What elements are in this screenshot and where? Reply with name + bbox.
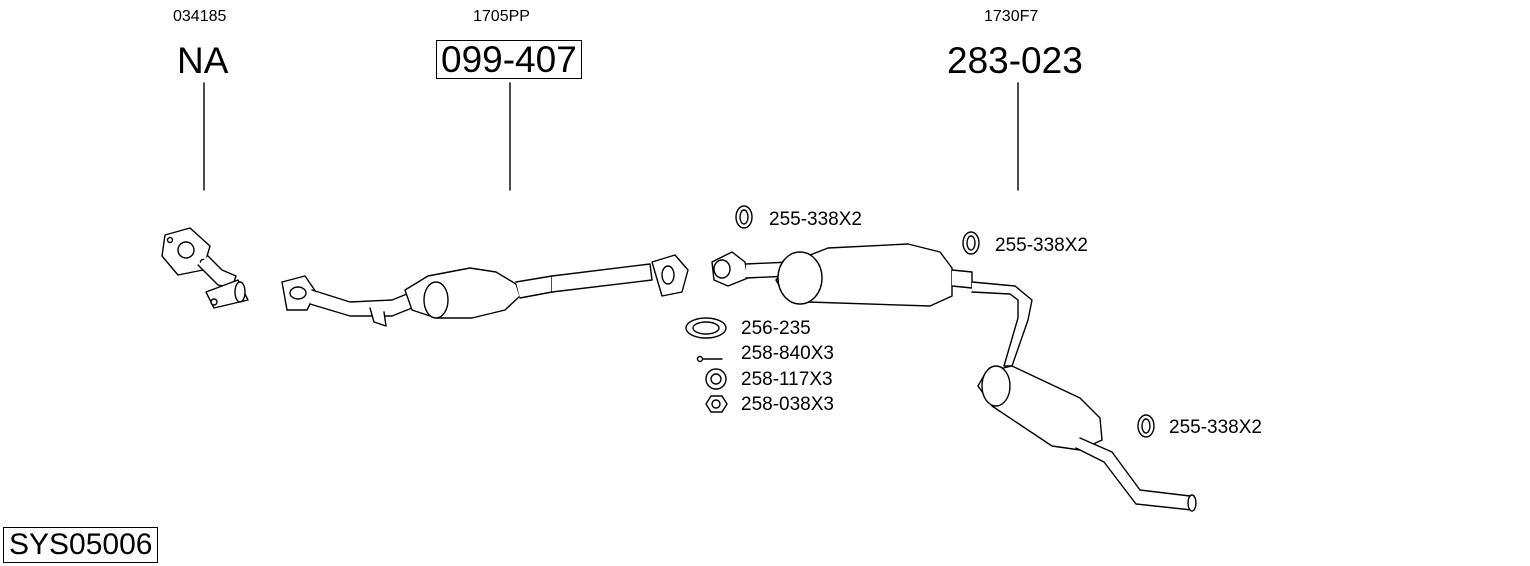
catalytic-converter[interactable] (281, 254, 689, 327)
rear-silencer[interactable] (977, 365, 1197, 512)
washer-icon (705, 368, 727, 390)
part-number-3[interactable]: 283-023 (947, 40, 1083, 81)
ref-code-1: 034185 (173, 8, 227, 25)
part-number-1[interactable]: NA (177, 40, 229, 81)
part-number-2[interactable]: 099-407 (436, 40, 582, 79)
clamp-icon (735, 205, 753, 229)
bolt-label[interactable]: 258-840X3 (741, 343, 834, 364)
clamp-icon (962, 231, 980, 255)
ref-code-3: 1730F7 (984, 8, 1039, 25)
washer-label[interactable]: 258-117X3 (741, 369, 833, 390)
front-pipe[interactable] (161, 227, 249, 309)
nut-label[interactable]: 258-038X3 (741, 394, 834, 415)
clamp-label[interactable]: 255-338X2 (995, 235, 1088, 256)
nut-icon (705, 395, 728, 413)
gasket-label[interactable]: 256-235 (741, 318, 811, 339)
diagram-code: SYS05006 (3, 527, 159, 563)
clamp-label[interactable]: 255-338X2 (769, 209, 862, 230)
ref-code-2: 1705PP (473, 8, 530, 25)
bolt-icon (696, 355, 723, 363)
clamp-icon (1137, 414, 1155, 438)
middle-silencer[interactable] (711, 243, 1033, 367)
clamp-label[interactable]: 255-338X2 (1169, 417, 1262, 438)
gasket-icon (685, 317, 727, 339)
